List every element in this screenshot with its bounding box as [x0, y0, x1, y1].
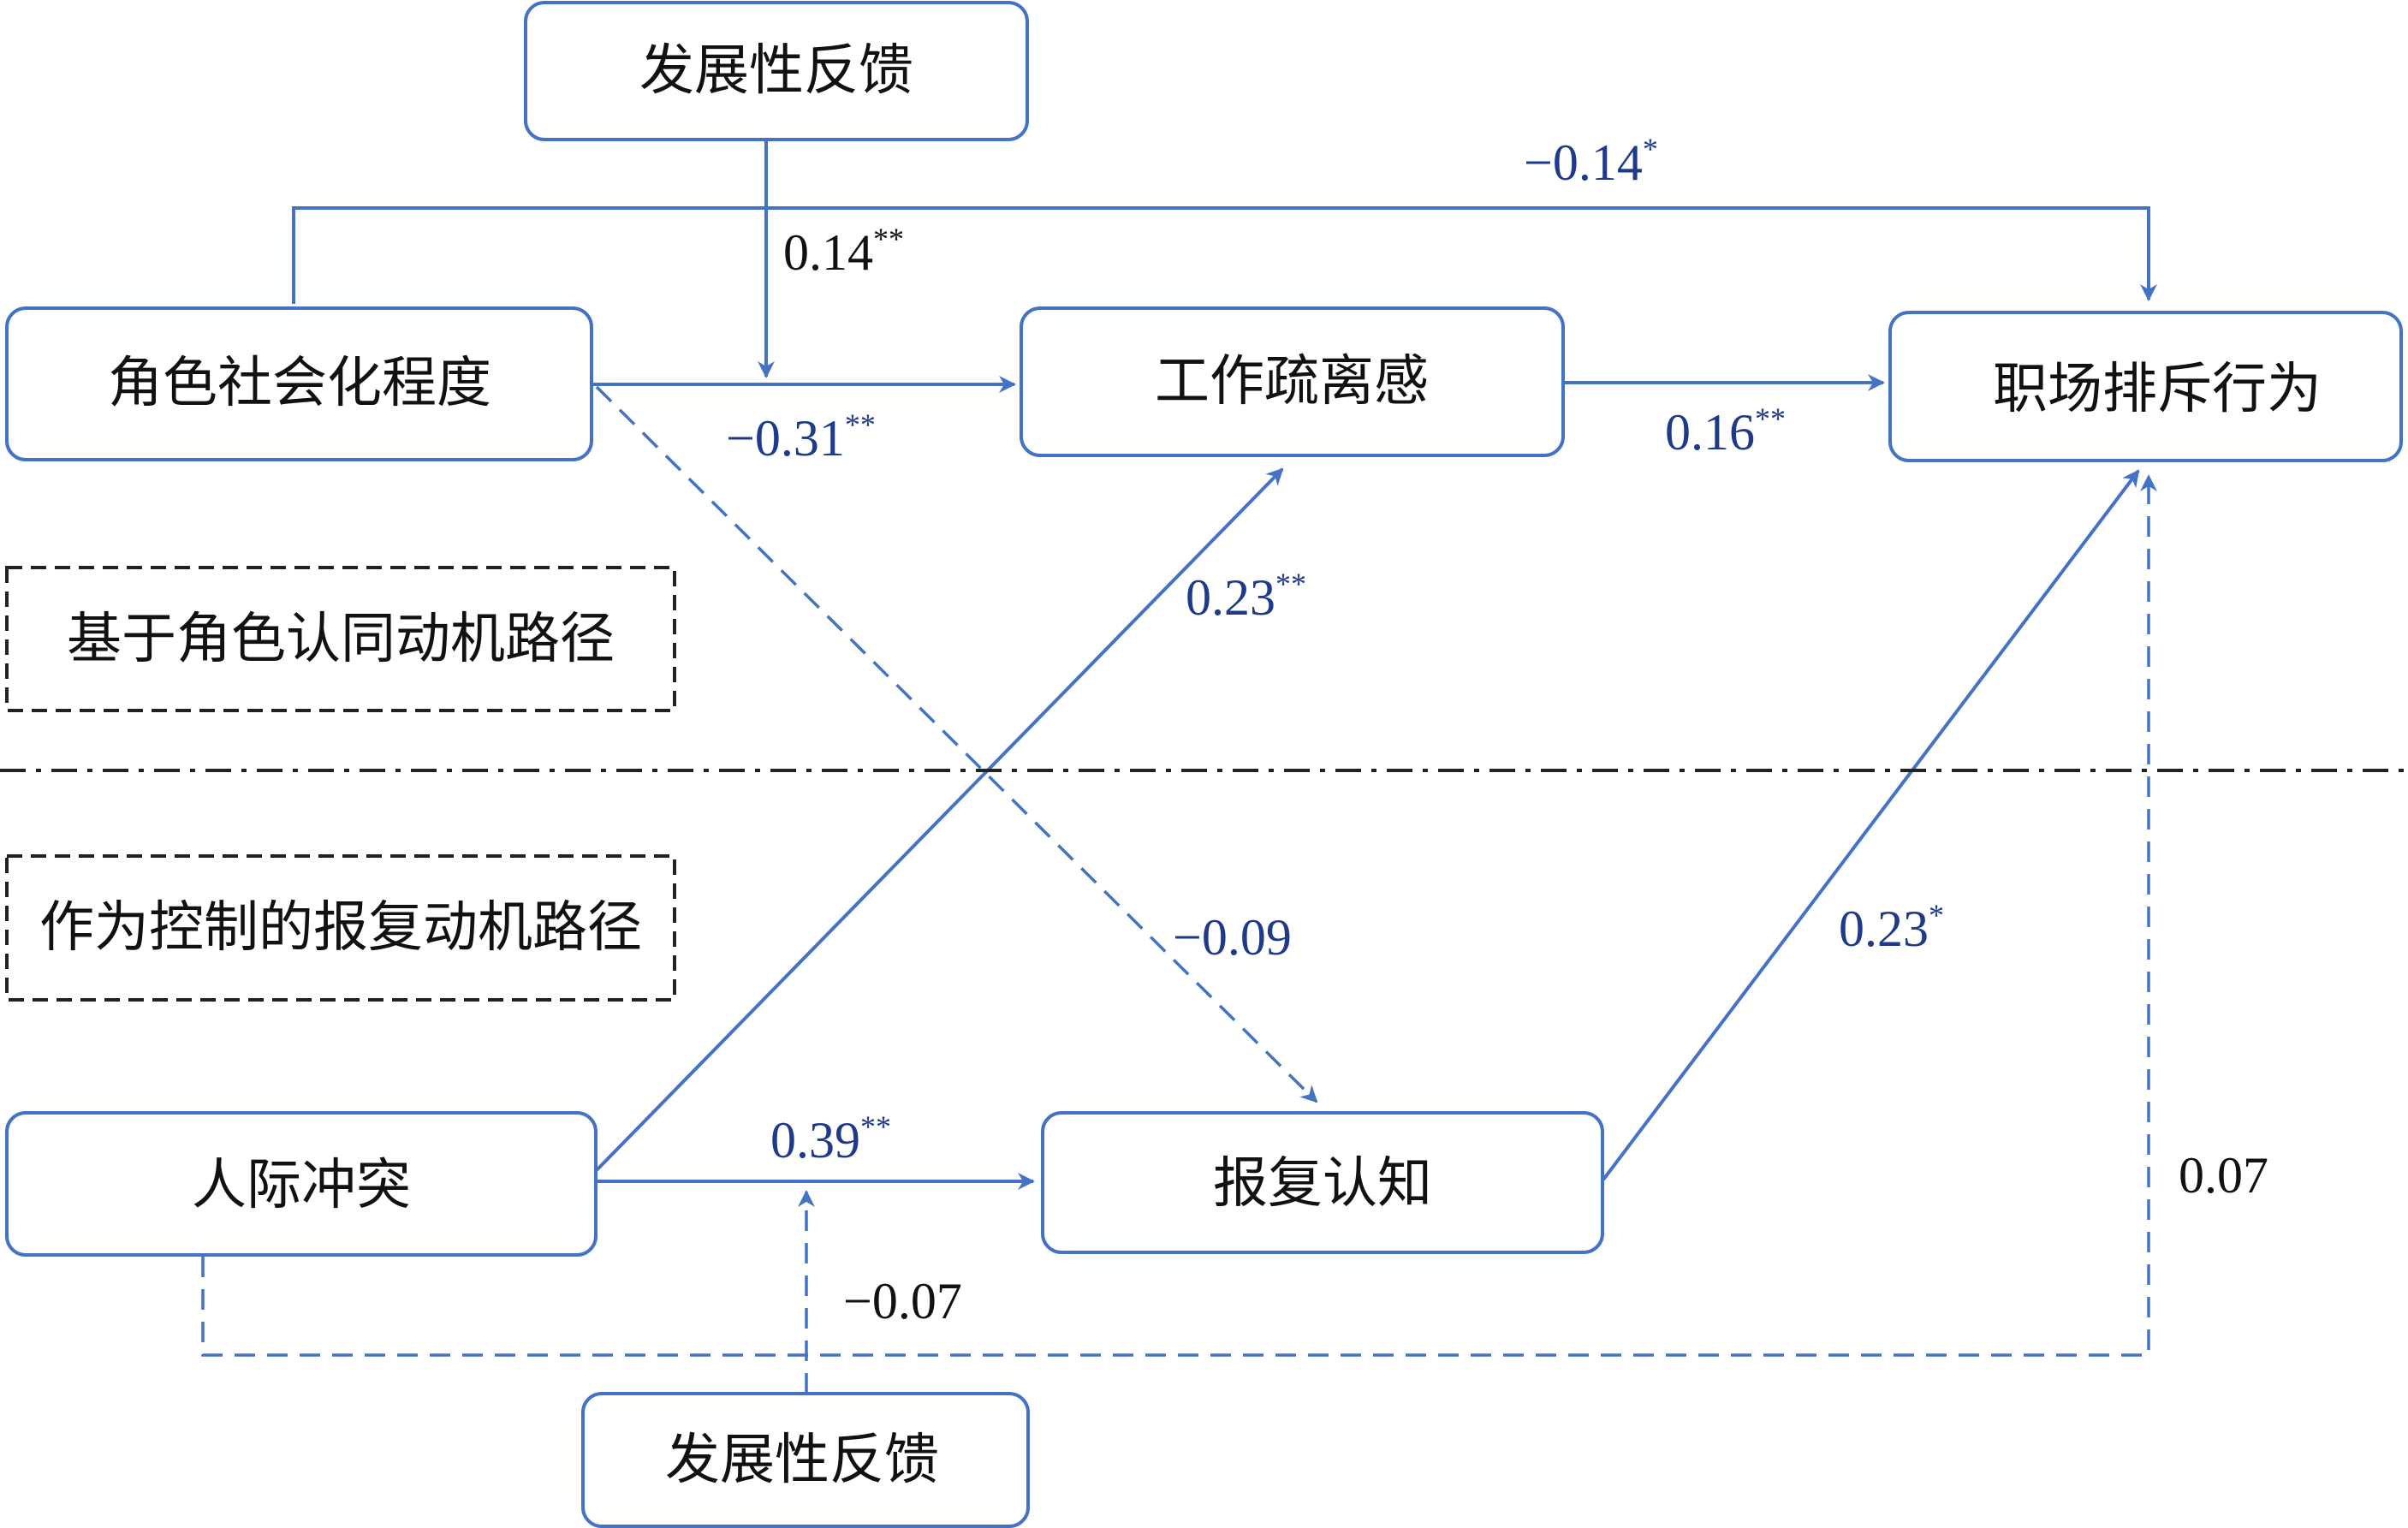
node-workplace-exclusion-label: 职场排斥行为 [1993, 358, 2322, 421]
coef-conflict-to-exclusion: 0.07 [2179, 1147, 2268, 1204]
coef-value: −0.14 [1524, 134, 1643, 191]
node-interpersonal-conflict-label: 人际冲突 [192, 1154, 411, 1217]
coef-moderation-top: 0.14** [783, 222, 904, 281]
coef-sig: * [1643, 132, 1658, 166]
node-work-alienation-label: 工作疏离感 [1155, 350, 1429, 413]
edge-conflict-to-exclusion [201, 474, 2157, 1357]
coef-sig: ** [860, 1109, 891, 1144]
node-role-socialization: 角色社会化程度 [5, 306, 593, 461]
coef-value: 0.23 [1839, 901, 1929, 957]
coef-value: 0.07 [2179, 1147, 2268, 1204]
coef-role-to-exclusion: −0.14* [1524, 132, 1658, 191]
coef-role-to-alienation: −0.31** [726, 407, 876, 467]
path-label-lower: 作为控制的报复动机路径 [5, 854, 676, 1002]
coef-conflict-to-revenge: 0.39** [770, 1109, 891, 1168]
node-role-socialization-label: 角色社会化程度 [108, 352, 491, 415]
node-revenge-cognition-label: 报复认知 [1213, 1152, 1432, 1216]
coef-revenge-to-exclusion: 0.23* [1839, 898, 1944, 957]
edge-revenge-to-exclusion [1602, 469, 2140, 1181]
coef-value: −0.07 [843, 1273, 962, 1329]
coef-sig: ** [1275, 567, 1306, 601]
path-label-upper-text: 基于角色认同动机路径 [67, 608, 615, 671]
node-revenge-cognition: 报复认知 [1041, 1111, 1604, 1254]
coef-moderation-bottom: −0.07 [843, 1273, 962, 1329]
coef-value: 0.14 [783, 224, 873, 281]
node-dev-feedback-top-label: 发展性反馈 [639, 39, 913, 103]
coef-sig: ** [1755, 401, 1786, 436]
node-dev-feedback-bottom-label: 发展性反馈 [665, 1429, 939, 1492]
coef-sig: ** [845, 407, 876, 442]
coef-value: −0.09 [1173, 909, 1292, 966]
coef-value: 0.16 [1665, 404, 1755, 461]
edge-role-to-revenge [595, 385, 1318, 1103]
path-label-lower-text: 作为控制的报复动机路径 [39, 896, 642, 960]
coef-role-to-revenge: −0.09 [1173, 909, 1292, 966]
coef-sig: ** [873, 222, 904, 256]
node-workplace-exclusion: 职场排斥行为 [1888, 311, 2403, 462]
edge-role-to-exclusion [292, 206, 2157, 304]
edge-conflict-to-alienation [592, 467, 1284, 1174]
node-interpersonal-conflict: 人际冲突 [5, 1111, 598, 1257]
node-dev-feedback-top: 发展性反馈 [524, 1, 1029, 141]
node-work-alienation: 工作疏离感 [1020, 306, 1565, 457]
node-dev-feedback-bottom: 发展性反馈 [581, 1392, 1030, 1528]
coef-alienation-to-exclusion: 0.16** [1665, 401, 1786, 461]
coef-sig: * [1929, 898, 1944, 932]
coef-value: 0.39 [770, 1112, 860, 1168]
coef-value: −0.31 [726, 410, 845, 467]
coef-conflict-to-alienation: 0.23** [1186, 567, 1306, 626]
path-label-upper: 基于角色认同动机路径 [5, 566, 676, 712]
coef-value: 0.23 [1186, 569, 1275, 626]
